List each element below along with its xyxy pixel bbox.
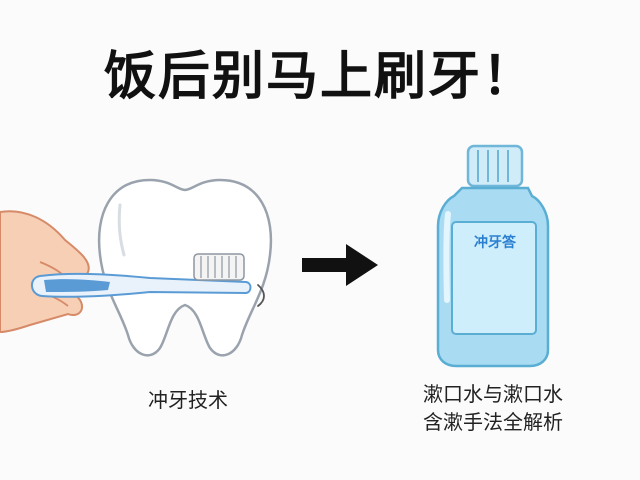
page-title: 饭后别马上刷牙！ bbox=[103, 47, 536, 107]
bottle-label: 冲牙答 bbox=[474, 235, 516, 251]
left-caption: 冲牙技术 bbox=[148, 388, 228, 412]
right-caption-line-2: 含漱手法全解析 bbox=[423, 410, 563, 434]
right-caption-line-1: 漱口水与漱口水 bbox=[423, 382, 563, 406]
mouthwash-bottle-icon bbox=[436, 144, 550, 368]
right-caption: 漱口水与漱口水 含漱手法全解析 bbox=[398, 380, 588, 436]
hand-icon bbox=[0, 210, 90, 334]
arrow-right-icon bbox=[302, 244, 378, 286]
toothbrush-icon bbox=[31, 253, 265, 307]
tooth-icon bbox=[97, 178, 273, 357]
